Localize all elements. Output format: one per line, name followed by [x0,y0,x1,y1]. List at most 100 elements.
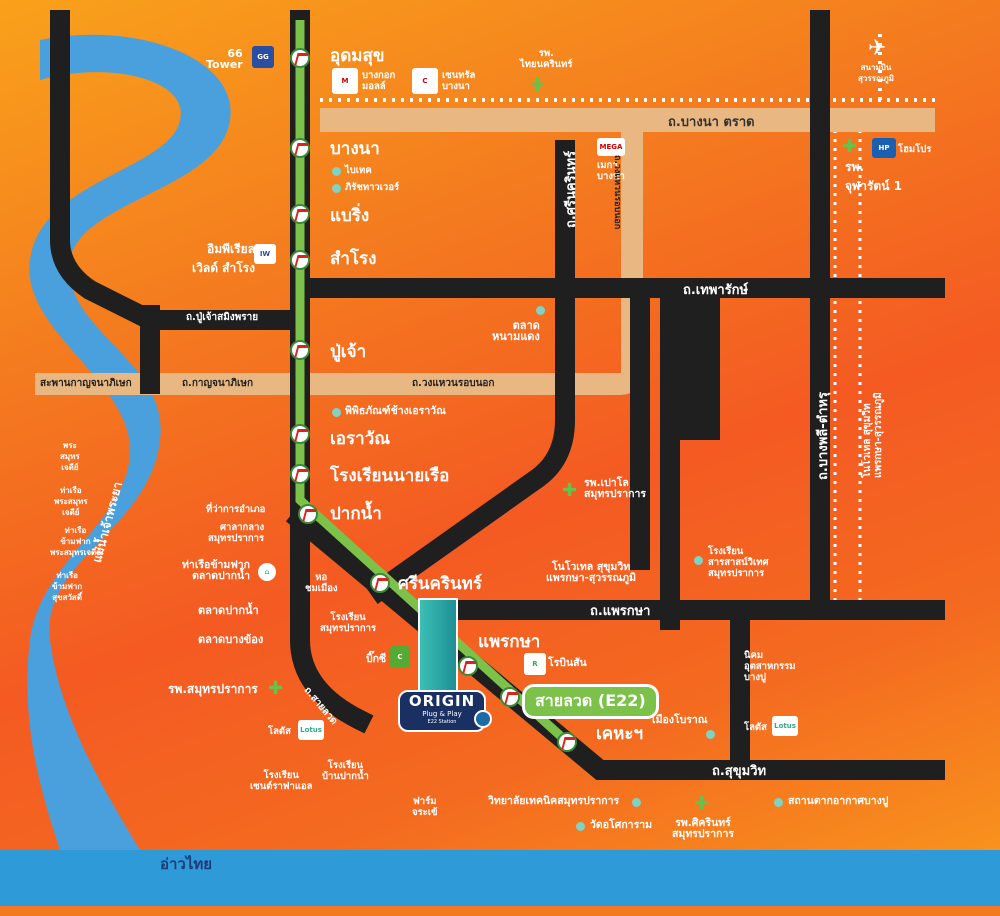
place-lotus1: โลตัส [268,726,291,737]
station-label-bearing: แบริ่ง [330,206,370,226]
road-theparak-loop [680,280,720,440]
station-marker-srinakarin[interactable] [370,573,390,593]
station-label-erawan: เอราวัณ [330,429,391,449]
station-marker-bearing[interactable] [290,204,310,224]
poi-marker [774,798,783,807]
place-pier1: ท่าเรือ พระสมุทร เจดีย์ [54,486,88,517]
road-label-pucha-saming: ถ.ปู่เจ้าสมิงพราย [186,312,259,323]
place-school-paknam: โรงเรียน บ้านปากน้ำ [322,760,369,782]
station-marker-kheha[interactable] [557,732,577,752]
place-farm: ฟาร์ม จระเข้ [412,796,438,818]
poi-marker [332,184,341,193]
station-marker-udomsuk[interactable] [290,48,310,68]
place-nikom: นิคม อุตสาหกรรม บางปู [744,650,796,683]
station-label-naval: โรงเรียนนายเรือ [330,466,450,486]
gulf-of-thailand [0,850,1000,916]
place-nom-chamkang: หอ ชมเมือง [305,572,338,594]
station-marker-praekasa[interactable] [458,656,478,676]
road-label-srinakarin: ถ.ศรีนครินทร์ [564,150,579,228]
airplane-icon: ✈ [868,36,887,61]
poi-marker [332,408,341,417]
lotus-logo: Lotus [298,720,324,740]
place-homepro: โฮมโปร [898,144,932,155]
poi-marker [694,556,703,565]
place-school-samut: โรงเรียน สมุทรปราการ [320,612,377,634]
poi-marker [332,167,341,176]
place-bitec: ไบเทค [345,165,372,176]
tower-logo: GG [252,46,274,68]
place-central-bangna: เซนทรัล บางนา [442,70,476,92]
road-main-north [50,10,310,330]
road-label-theparak: ถ.เทพารักษ์ [683,283,749,298]
place-hosp-chularat: รพ. จุฬารัตน์ 1 [845,160,902,193]
place-museum-ancient: เมืองโบราณ [652,714,708,726]
station-marker-erawan[interactable] [290,424,310,444]
place-hosp-srinakarin: รพ.ศิครินทร์ สมุทรปราการ [672,817,734,840]
station-label-udomsuk: อุดมสุข [330,46,385,66]
origin-brand: ORIGIN [408,692,476,710]
place-66-tower: 66 Tower [206,47,243,71]
central-logo: C [412,68,438,94]
station-marker-bangna[interactable] [290,138,310,158]
road-label-kanchana-bridge: สะพานกาญจนาภิเษก [40,378,132,389]
river-chaophraya [27,34,231,850]
place-amphoe: ที่ว่าการอำเภอ [206,504,266,515]
place-pier2: ท่าเรือ ข้ามฟาก พระสมุทรเจดีย์ [50,526,101,557]
origin-badge[interactable]: ORIGIN Plug & Play E22 Station [398,690,486,732]
place-station-bangpoo: สถานตากอากาศบางปู [788,795,889,807]
station-label-kheha: เคหะฯ [596,724,644,744]
place-bangna-tower: ภิรัชทาวเวอร์ [345,182,400,193]
place-airport: สนามบิน สุวรรณภูมิ [858,63,894,83]
place-bigc: บิ๊กซี [366,653,387,665]
hospital-icon: ✚ [268,678,284,699]
place-market-paknam: ตลาดปากน้ำ [198,604,259,617]
road-label-ring: ถ.วงแหวนรอบนอก [412,378,495,389]
origin-sub2: E22 Station [427,719,457,725]
pier-icon: ⌂ [258,563,276,581]
station-label-paknam: ปากน้ำ [330,504,382,524]
station-label-srinakarin: ศรีนครินทร์ [398,574,483,594]
place-school-raphael: โรงเรียน เซนต์ราฟาแอล [250,770,313,792]
place-market-bangkong: ตลาดบางข้อง [198,633,264,646]
homepro-logo: HP [872,138,896,158]
poi-marker [576,822,585,831]
place-hosp-paolo: รพ.เปาโล สมุทรปราการ [584,477,646,500]
road-sukhumvit [285,505,945,780]
station-label-praekasa: แพรกษา [478,632,541,652]
station-marker-samrong[interactable] [290,250,310,270]
place-wat: วัดอโศการาม [590,819,653,831]
origin-tower [418,598,458,694]
sea-label: อ่าวไทย [160,855,213,873]
place-novotel-v: โนโวเทล สุขุมวิท แพรกษา-สุวรรณภูมิ [862,392,884,478]
road-label-kanchana: ถ.กาญจนาภิเษก [182,378,254,389]
place-robinson: โรบินสัน [548,657,587,669]
hospital-icon: ✚ [530,75,546,96]
bigc-logo: C [390,646,410,668]
place-lotus2: โลตัส [744,722,767,733]
road-bangna-trad [320,108,935,132]
station-label-pucha: ปู่เจ้า [330,342,367,362]
station-label-bangna: บางนา [330,139,380,159]
poi-marker [706,730,715,739]
station-marker-pucha[interactable] [290,340,310,360]
road-label-bangphli: ถ.บางพลี-ตำหรุ [816,392,831,480]
station-marker-sailuat[interactable] [500,687,520,707]
station-marker-paknam[interactable] [298,504,318,524]
place-museum-erawan: พิพิธภัณฑ์ช้างเอราวัณ [345,405,446,417]
station-marker-naval[interactable] [290,464,310,484]
origin-sub: Plug & Play [422,710,462,718]
bangkok-mall-logo: M [332,68,358,94]
place-talad-nam-daeng: ตลาด หนามแดง [492,319,540,343]
mega-logo: MEGA [597,138,625,156]
poi-marker [632,798,641,807]
station-label-samrong: สำโรง [330,249,377,269]
place-novotel: โนโวเทล สุขุมวิท แพรกษา-สุวรรณภูมิ [546,561,637,584]
place-college: วิทยาลัยเทคนิคสมุทรปราการ [488,795,620,807]
place-mega-bangna: เมกา บางนา [597,160,625,182]
origin-pin-icon [474,710,492,728]
place-hosp-samutprakan: รพ.สมุทรปราการ [168,682,258,696]
place-pranom: พระ สมุทร เจดีย์ [60,441,80,472]
poi-marker [536,306,545,315]
place-school-sarasas: โรงเรียน สารสาสน์วิเทศ สมุทรปราการ [708,546,769,579]
